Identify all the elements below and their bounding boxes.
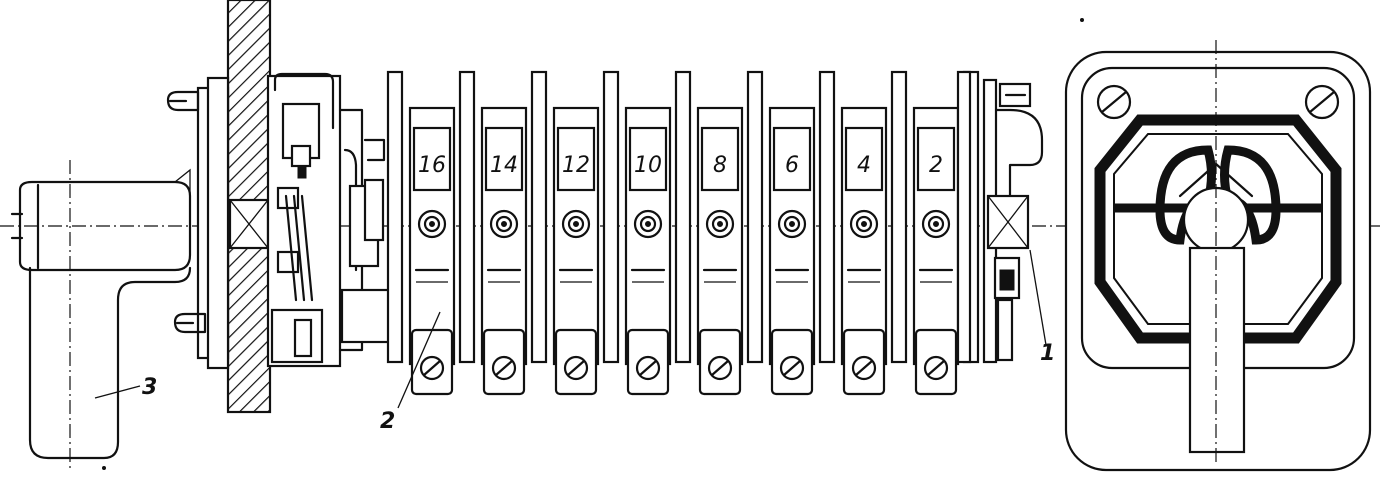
contact-sections: 16 14 12 10 8 6 4 2 [386, 70, 980, 396]
insulating-plate [818, 70, 836, 364]
contact-number: 10 [634, 153, 662, 178]
contact-section: 4 [840, 106, 888, 396]
contact-number: 4 [857, 153, 871, 178]
insulating-plate [890, 70, 908, 364]
callout-labels: 1 2 3 [142, 311, 1055, 434]
callout-label-2: 2 [380, 409, 395, 434]
insulating-plate [386, 70, 404, 364]
mounting-panel [226, 0, 272, 414]
callout-label-1: 1 [1040, 341, 1055, 366]
insulating-plate [602, 70, 620, 364]
contact-section: 14 [480, 106, 528, 396]
rear-end-assembly [956, 70, 1047, 364]
handle [10, 160, 192, 472]
contact-number: 16 [418, 153, 446, 178]
insulating-plate [674, 70, 692, 364]
contact-number: 12 [562, 153, 590, 178]
contact-section: 12 [552, 106, 600, 396]
detent-mechanism [266, 72, 392, 368]
contact-section: 2 [912, 106, 960, 396]
contact-number: 2 [929, 153, 943, 178]
mounting-flange [166, 76, 230, 370]
front-view [1064, 40, 1372, 472]
insulating-plate [746, 70, 764, 364]
contact-section: 6 [768, 106, 816, 396]
contact-section: 8 [696, 106, 744, 396]
contact-number: 14 [490, 153, 518, 178]
insulating-plate [458, 70, 476, 364]
insulating-plate [530, 70, 548, 364]
contact-number: 8 [713, 153, 727, 178]
callout-label-3: 3 [142, 375, 157, 400]
callout-leader-2 [397, 311, 441, 409]
contact-section: 10 [624, 106, 672, 396]
contact-section: 16 [408, 106, 456, 396]
contact-number: 6 [785, 153, 799, 178]
